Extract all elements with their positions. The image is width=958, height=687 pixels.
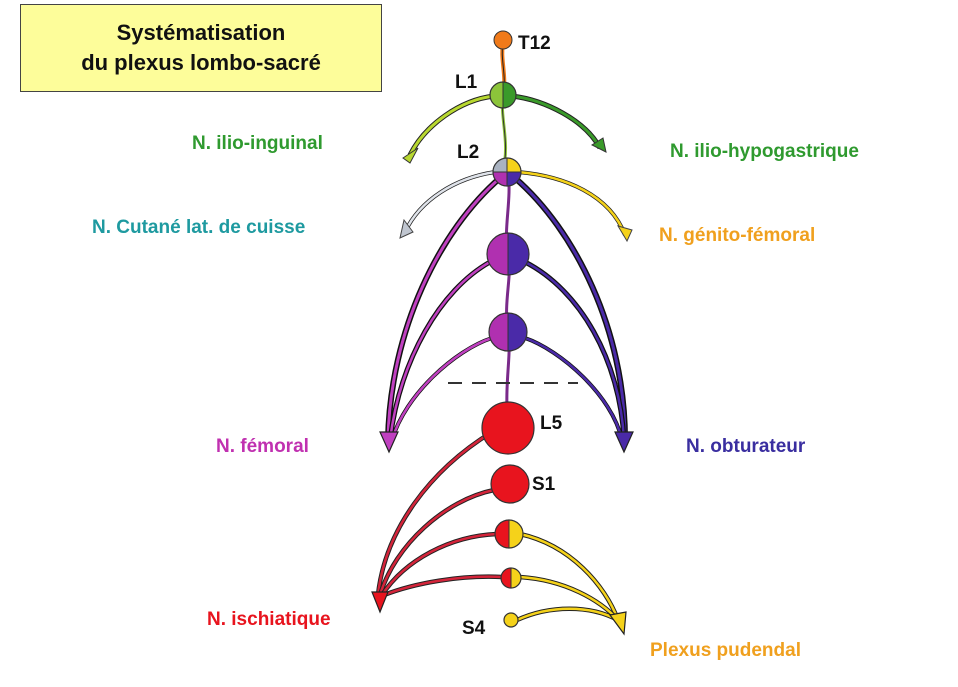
obturateur-arrowhead: [614, 431, 634, 454]
genito-femoral-arrowhead: [616, 225, 633, 243]
root-node-s4: [503, 612, 519, 628]
ilio-hypogastrique-branch: [511, 93, 603, 150]
root-label-s4: S4: [462, 618, 486, 639]
femoral-arrowhead: [379, 431, 399, 454]
root-node-l2: [492, 157, 522, 187]
title-line-1: Systématisation: [116, 20, 286, 45]
label-femoral: N. fémoral: [216, 436, 309, 457]
ischiatique-branches: [375, 430, 503, 598]
pudendal-branches: [516, 531, 621, 623]
label-pudendal: Plexus pudendal: [650, 640, 801, 661]
ilio-inguinal-branch: [407, 93, 495, 157]
cutane-lat-arrowhead: [399, 218, 414, 239]
obturateur-branches: [513, 175, 628, 441]
ilio-hypogastrique-arrowhead: [590, 137, 607, 153]
root-label-l1: L1: [455, 72, 478, 93]
genito-femoral-branch: [517, 170, 627, 236]
root-label-l5: L5: [540, 413, 563, 434]
root-node-l1: [489, 81, 517, 109]
ischiatique-arrowhead: [371, 591, 389, 614]
root-node-t12: [493, 30, 513, 50]
root-node-s2: [494, 519, 524, 549]
root-node-s1: [490, 464, 530, 504]
root-node-l4: [488, 312, 528, 352]
label-genito-femoral: N. génito-fémoral: [659, 225, 816, 246]
title-box: Systématisation du plexus lombo-sacré: [20, 4, 382, 92]
ilio-inguinal-arrowhead: [402, 147, 419, 164]
root-label-t12: T12: [518, 33, 551, 54]
root-node-l3: [486, 232, 530, 276]
label-ilio-hypogastrique: N. ilio-hypogastrique: [670, 141, 859, 162]
pudendal-arrowhead: [608, 611, 627, 636]
femoral-branches: [385, 175, 502, 441]
label-obturateur: N. obturateur: [686, 436, 806, 457]
root-label-s1: S1: [532, 474, 556, 495]
label-cutane-lat: N. Cutané lat. de cuisse: [92, 217, 306, 238]
cutane-lat-branch: [403, 170, 496, 233]
root-node-s3: [500, 567, 522, 589]
label-ilio-inguinal: N. ilio-inguinal: [192, 133, 323, 154]
root-node-l5: [481, 401, 535, 455]
title-line-2: du plexus lombo-sacré: [81, 50, 321, 75]
label-ischiatique: N. ischiatique: [207, 609, 331, 630]
root-label-l2: L2: [457, 142, 480, 163]
